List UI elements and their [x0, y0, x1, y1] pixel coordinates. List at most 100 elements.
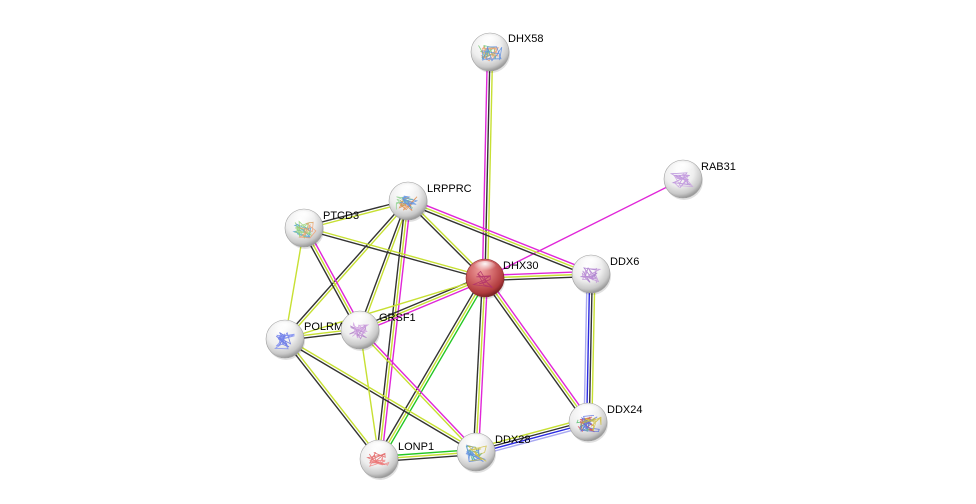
edge-line-textmining — [358, 330, 476, 454]
edge-dhx30-lonp1[interactable] — [376, 276, 488, 461]
node-highlight — [576, 405, 600, 419]
edge-line-coexpression — [283, 339, 379, 461]
node-highlight — [464, 435, 488, 449]
edge-line-experiments — [486, 276, 591, 421]
edge-line-coexpression — [301, 228, 359, 332]
edge-line-coexpression — [283, 199, 408, 339]
edge-line-textmining — [475, 277, 486, 453]
edge-line-textmining — [285, 201, 410, 341]
protein-structure-icon — [400, 195, 419, 210]
edge-dhx58-dhx30[interactable] — [481, 51, 494, 279]
edge-lrpprc-grsf1[interactable] — [358, 200, 410, 331]
edge-line-coexpression — [406, 202, 591, 278]
node-highlight — [671, 162, 695, 176]
edge-line-experiments — [484, 178, 684, 279]
edge-lrpprc-polrmt[interactable] — [283, 199, 410, 341]
node-ptcd3[interactable]: PTCD3 — [284, 208, 359, 249]
edge-ptcd3-grsf1[interactable] — [301, 226, 363, 332]
edge-line-experiments — [360, 279, 487, 334]
edge-line-coexpression — [358, 200, 408, 330]
edge-ddx28-ddx24[interactable] — [474, 417, 590, 457]
edge-dhx30-ddx24[interactable] — [482, 276, 591, 424]
edge-line-textmining — [285, 337, 478, 452]
edge-polrmt-ddx28[interactable] — [283, 337, 478, 454]
node-highlight — [348, 313, 372, 327]
edge-line-experiments — [305, 226, 363, 330]
edge-line-textmining — [359, 329, 380, 460]
node-label: DHX58 — [508, 33, 543, 45]
node-grsf1[interactable]: GRSF1 — [340, 310, 416, 351]
edge-line-textmining — [378, 277, 486, 460]
edge-lrpprc-lonp1[interactable] — [375, 200, 412, 460]
edge-line-experiments — [380, 201, 412, 460]
edge-dhx30-ddx28[interactable] — [472, 277, 489, 453]
edge-line-coexpression — [472, 277, 484, 452]
node-label: POLRMT — [304, 321, 350, 333]
node-label: LRPPRC — [427, 183, 472, 195]
node-label: DDX28 — [495, 434, 530, 446]
edge-line-coexpression — [283, 339, 476, 454]
node-highlight — [396, 184, 420, 198]
edge-line-experiments — [360, 328, 478, 452]
edge-line-coexpression — [376, 276, 484, 459]
node-polrmt[interactable]: POLRMT — [265, 319, 350, 360]
protein-structure-icon — [673, 173, 694, 188]
edge-line-textmining — [474, 417, 588, 449]
protein-structure-icon — [294, 220, 314, 239]
node-highlight — [473, 261, 497, 275]
protein-structure-icon — [581, 268, 602, 283]
protein-structure-icon — [478, 44, 496, 60]
edge-grsf1-lonp1[interactable] — [359, 329, 380, 460]
edge-lrpprc-ddx6[interactable] — [406, 197, 593, 278]
edge-line-homology2 — [583, 273, 588, 422]
node-ddx28[interactable]: DDX28 — [456, 432, 530, 473]
node-highlight — [579, 257, 603, 271]
protein-structure-icon — [467, 445, 487, 462]
node-lonp1[interactable]: LONP1 — [359, 439, 434, 480]
edge-line-homology — [586, 273, 591, 422]
node-rab31[interactable]: RAB31 — [663, 159, 736, 200]
node-ddx24[interactable]: DDX24 — [568, 402, 642, 443]
node-highlight — [292, 211, 316, 225]
edge-line-textmining — [591, 274, 596, 423]
edge-line-textmining — [484, 277, 589, 423]
edge-line-coexpression — [484, 51, 491, 279]
node-label: RAB31 — [701, 161, 736, 173]
edge-rab31-dhx30[interactable] — [484, 178, 684, 279]
node-ddx6[interactable]: DDX6 — [571, 254, 639, 295]
edge-polrmt-lonp1[interactable] — [283, 337, 381, 461]
edge-line-coexpression — [482, 279, 587, 424]
node-highlight — [367, 442, 391, 456]
edge-line-textmining — [486, 52, 494, 279]
edge-ddx6-ddx24[interactable] — [583, 273, 596, 423]
edge-line-textmining — [359, 277, 486, 331]
protein-structure-icon — [465, 444, 486, 463]
edge-dhx30-polrmt[interactable] — [284, 277, 486, 340]
protein-structure-icon — [352, 321, 370, 339]
edge-line-coexpression — [303, 228, 485, 280]
edge-line-textmining — [360, 201, 410, 331]
node-label: DHX30 — [503, 260, 538, 272]
edge-line-coexpression — [475, 420, 588, 452]
node-dhx30[interactable]: DHX30 — [465, 258, 538, 299]
node-label: DDX6 — [610, 256, 639, 268]
edge-line-experiments — [481, 51, 489, 278]
node-dhx58[interactable]: DHX58 — [470, 32, 543, 73]
edge-line-textmining — [304, 226, 486, 278]
edge-line-textmining — [303, 227, 361, 331]
edge-ptcd3-dhx30[interactable] — [303, 226, 486, 280]
edge-line-experiments — [408, 197, 593, 273]
node-label: DDX24 — [607, 404, 642, 416]
edge-line-textmining — [284, 277, 486, 340]
edge-line-coexpression — [588, 274, 593, 423]
edge-line-neighborhood — [380, 278, 488, 461]
protein-structure-icon — [368, 456, 390, 467]
edge-line-homology2 — [476, 425, 590, 457]
edge-line-coexpression — [375, 200, 407, 459]
protein-structure-icon — [582, 416, 602, 432]
edge-grsf1-ddx28[interactable] — [358, 328, 478, 454]
node-lrpprc[interactable]: LRPPRC — [388, 181, 472, 222]
protein-structure-icon — [579, 415, 600, 433]
